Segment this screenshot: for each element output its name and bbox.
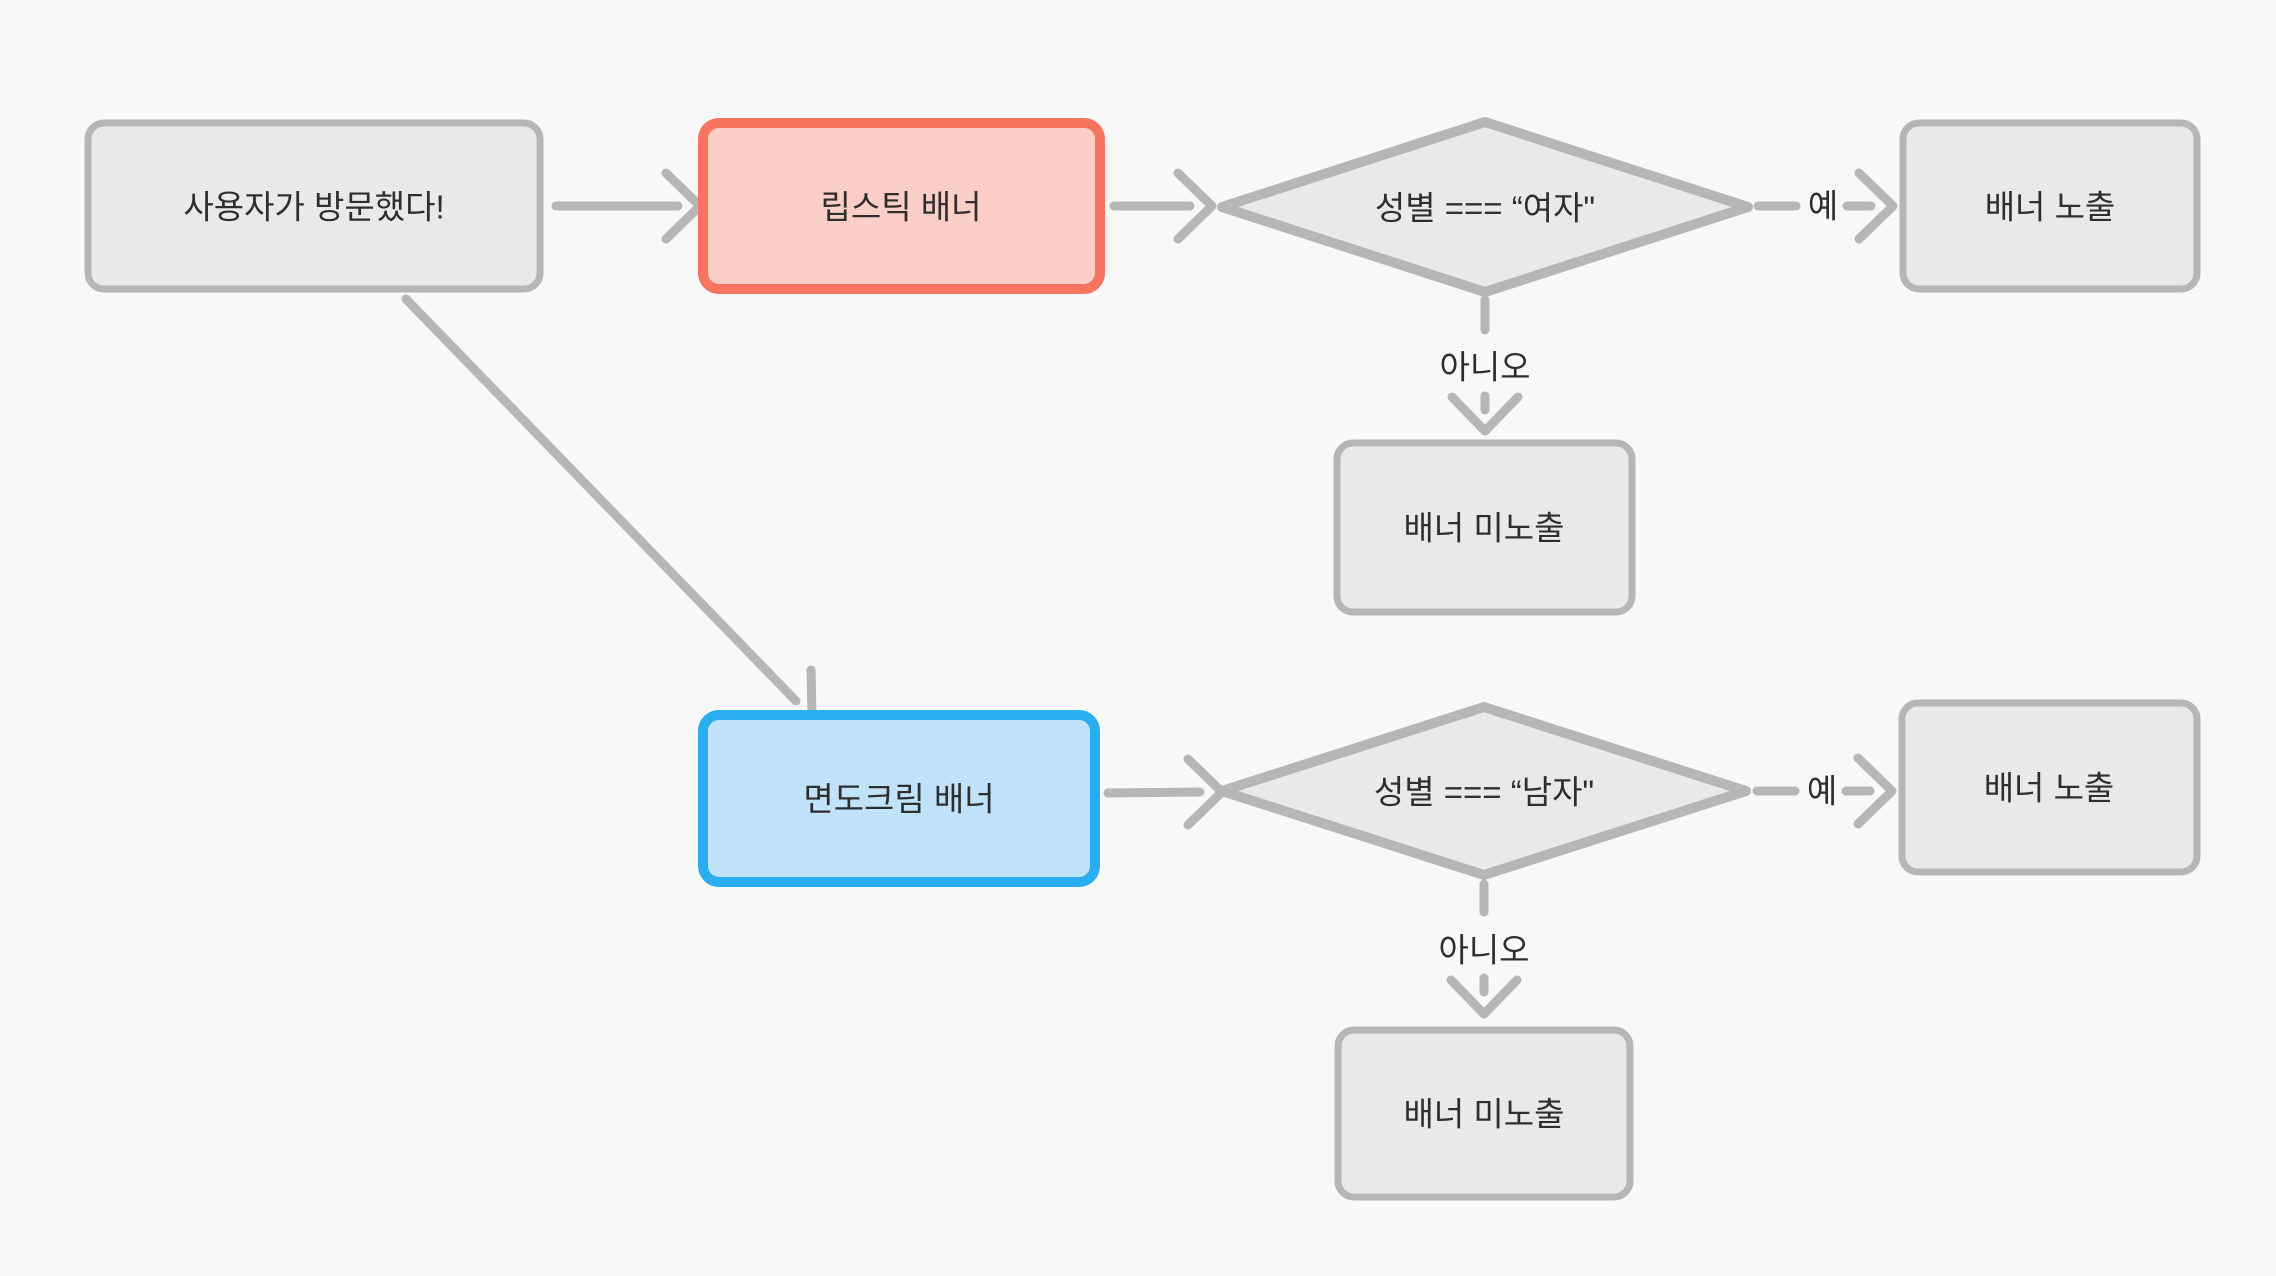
node-user-visited-label: 사용자가 방문했다! <box>183 189 444 226</box>
node-shaving-banner-shape[interactable] <box>698 710 1100 887</box>
node-banner-hide-2: 배너 미노출 <box>1334 1026 1634 1201</box>
edge-shaving-to-male-check <box>1103 787 1205 798</box>
node-male-check-label: 성별 === “남자" <box>1374 774 1594 811</box>
edge-yes-1-arrowhead-icon <box>1854 168 1898 244</box>
node-banner-hide-1-shape[interactable] <box>1333 439 1636 616</box>
node-male-check-shape[interactable] <box>1217 702 1751 880</box>
edge-lipstick-to-female-check-arrowhead-icon <box>1173 168 1217 244</box>
node-lipstick-banner-label: 립스틱 배너 <box>821 189 982 226</box>
edge-label-no-1: 아니오 <box>1439 349 1530 386</box>
node-female-check-shape[interactable] <box>1217 117 1753 297</box>
node-banner-show-2: 배너 노출 <box>1898 699 2201 876</box>
node-shaving-banner: 면도크림 배너 <box>698 710 1100 887</box>
edge-label-yes-1: 예 <box>1808 188 1838 225</box>
node-male-check: 성별 === “남자" <box>1217 702 1751 880</box>
node-user-visited: 사용자가 방문했다! <box>84 119 544 293</box>
node-female-check: 성별 === “여자" <box>1217 117 1753 297</box>
node-banner-hide-2-shape[interactable] <box>1334 1026 1634 1201</box>
edge-no-2-arrowhead-icon <box>1446 975 1522 1019</box>
node-banner-show-1-shape[interactable] <box>1899 119 2201 293</box>
node-banner-hide-2-label: 배너 미노출 <box>1404 1096 1565 1133</box>
node-lipstick-banner-shape[interactable] <box>698 118 1105 294</box>
edge-user-to-shaving <box>401 294 801 706</box>
node-banner-show-2-shape[interactable] <box>1898 699 2201 876</box>
node-banner-hide-1-label: 배너 미노출 <box>1404 510 1565 547</box>
edge-no-1-arrowhead-icon <box>1447 392 1523 436</box>
edge-label-yes-2: 예 <box>1807 773 1837 810</box>
node-banner-hide-1: 배너 미노출 <box>1333 439 1636 616</box>
node-lipstick-banner: 립스틱 배너 <box>698 118 1105 294</box>
node-female-check-label: 성별 === “여자" <box>1375 190 1595 227</box>
node-shaving-banner-label: 면도크림 배너 <box>803 781 994 818</box>
node-user-visited-shape[interactable] <box>84 119 544 293</box>
edge-label-no-2: 아니오 <box>1438 932 1529 969</box>
edge-yes-2-arrowhead-icon <box>1853 753 1897 829</box>
node-banner-show-1: 배너 노출 <box>1899 119 2201 293</box>
node-banner-show-1-label: 배너 노출 <box>1985 189 2116 226</box>
node-banner-show-2-label: 배너 노출 <box>1984 770 2115 807</box>
